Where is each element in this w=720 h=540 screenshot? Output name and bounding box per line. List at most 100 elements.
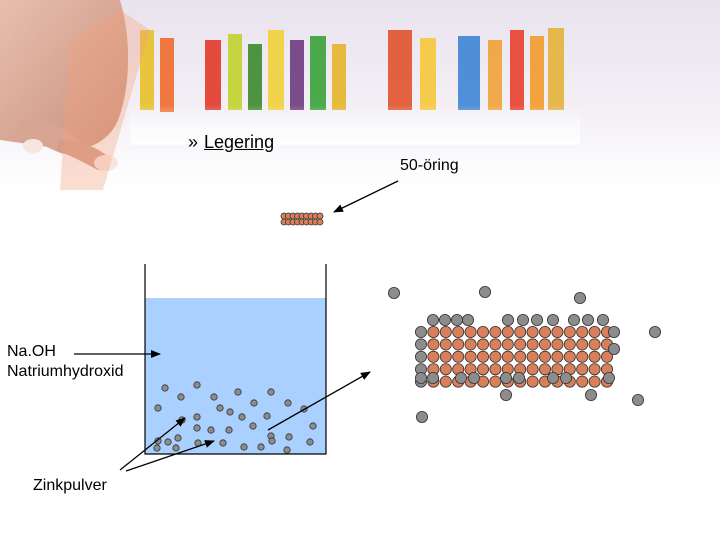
copper-atom — [539, 350, 552, 363]
alloy-lattice — [387, 285, 662, 423]
zinc-particle — [161, 384, 169, 392]
zinc-particle — [219, 439, 227, 447]
hand-holding-tube-icon — [0, 0, 150, 190]
copper-atom — [526, 363, 539, 376]
nav-bullet: » — [188, 132, 199, 152]
beaker-outline — [144, 264, 327, 455]
zinc-atom — [478, 285, 491, 298]
copper-atom — [439, 338, 452, 351]
zinc-atom — [582, 313, 595, 326]
zinc-particle — [263, 412, 271, 420]
copper-atom — [489, 325, 502, 338]
copper-atom — [551, 350, 564, 363]
coin-atom — [316, 212, 324, 220]
copper-atom — [601, 350, 614, 363]
zinc-atom — [414, 325, 427, 338]
coin-arrow — [333, 180, 399, 213]
zinc-arrow-2 — [125, 440, 215, 472]
coin-side-view — [280, 212, 324, 226]
copper-atom — [576, 338, 589, 351]
copper-atom — [439, 350, 452, 363]
zinc-atom — [603, 371, 616, 384]
naoh-name: Natriumhydroxid — [7, 363, 124, 380]
copper-atom — [563, 338, 576, 351]
zinc-atom — [585, 388, 598, 401]
zinc-atom — [547, 371, 560, 384]
zinc-atom — [414, 371, 427, 384]
copper-atom — [452, 325, 465, 338]
zinc-particle — [267, 388, 275, 396]
copper-atom — [514, 350, 527, 363]
zinc-particle — [250, 399, 258, 407]
zinc-particle — [234, 388, 242, 396]
naoh-liquid — [145, 298, 326, 454]
zinc-atom — [608, 325, 621, 338]
zinc-particle — [240, 443, 248, 451]
copper-atom — [427, 325, 440, 338]
zinc-atom — [454, 371, 467, 384]
zinc-atom — [560, 371, 573, 384]
zinc-particle — [193, 413, 201, 421]
zinc-particle — [306, 438, 314, 446]
copper-atom — [576, 363, 589, 376]
copper-atom — [452, 350, 465, 363]
zinc-atom — [461, 313, 474, 326]
zinc-particle — [238, 413, 246, 421]
zinc-atom — [632, 393, 645, 406]
copper-atom — [439, 375, 452, 388]
zinc-particle — [210, 393, 218, 401]
copper-atom — [539, 338, 552, 351]
zinc-particle — [164, 438, 172, 446]
zoom-arrow — [267, 371, 371, 431]
zinc-particle — [177, 393, 185, 401]
zinc-atom — [426, 313, 439, 326]
zinc-atom — [501, 313, 514, 326]
zinc-powder-particles — [153, 381, 317, 454]
zinc-atom — [608, 342, 621, 355]
zinc-particle — [249, 422, 257, 430]
copper-atom — [464, 325, 477, 338]
zinc-atom — [450, 313, 463, 326]
copper-atom — [526, 338, 539, 351]
zinc-particle — [283, 446, 291, 454]
arrows — [74, 180, 399, 472]
copper-atom — [476, 350, 489, 363]
copper-atom — [588, 338, 601, 351]
copper-atom — [551, 338, 564, 351]
coin-atom — [316, 218, 324, 226]
beaker — [144, 264, 327, 455]
copper-atom — [576, 350, 589, 363]
zinc-particle — [268, 437, 276, 445]
zinc-particle — [207, 426, 215, 434]
copper-atom — [501, 338, 514, 351]
copper-atom — [526, 350, 539, 363]
zinc-atom — [531, 313, 544, 326]
naoh-label: Na.OH Natriumhydroxid — [7, 342, 123, 382]
zinc-label: Zinkpulver — [33, 477, 107, 494]
copper-atom — [526, 325, 539, 338]
zinc-particle — [285, 433, 293, 441]
nav-link-label[interactable]: Legering — [204, 132, 275, 152]
zinc-atom — [467, 371, 480, 384]
zinc-atom — [574, 291, 587, 304]
copper-atom — [588, 325, 601, 338]
zinc-atom — [568, 313, 581, 326]
copper-atom — [588, 350, 601, 363]
zinc-atom — [547, 313, 560, 326]
zinc-particle — [174, 434, 182, 442]
zinc-atom — [499, 371, 512, 384]
copper-atom — [464, 338, 477, 351]
zinc-particle — [154, 404, 162, 412]
copper-atom — [439, 325, 452, 338]
copper-atom — [514, 338, 527, 351]
zinc-particle — [193, 381, 201, 389]
copper-atom — [576, 375, 589, 388]
copper-atom — [563, 350, 576, 363]
zinc-particle — [225, 426, 233, 434]
zinc-atom — [517, 313, 530, 326]
copper-atom — [539, 325, 552, 338]
zinc-atom — [414, 350, 427, 363]
zinc-arrow-1 — [119, 417, 186, 471]
nav-link-legering[interactable]: »Legering — [188, 132, 274, 153]
